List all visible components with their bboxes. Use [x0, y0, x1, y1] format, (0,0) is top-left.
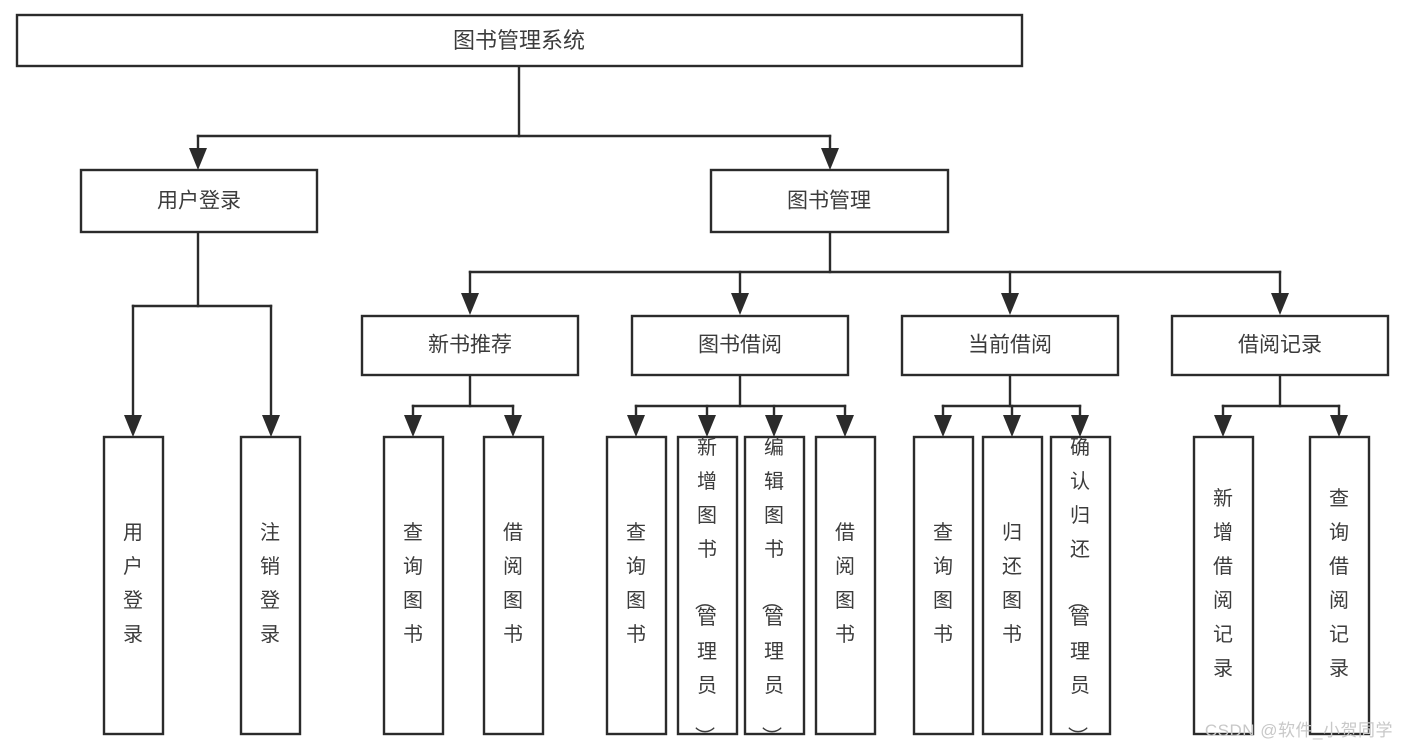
leaf-cb-confirm-return-label: 确认归还（管理员）: [1065, 436, 1090, 746]
leaf-user-login-label: 用户登录: [123, 522, 143, 646]
arrow-to-leaf-bb-1: [627, 415, 645, 437]
leaf-bb-query-book-box[interactable]: [605, 435, 668, 736]
leaf-nb-query-book-label: 查询图书: [403, 521, 423, 646]
node-book-borrow-label: 图书借阅: [698, 334, 782, 357]
leaf-nb-query-book[interactable]: 查询图书: [382, 435, 445, 736]
arrow-to-book-borrow: [731, 293, 749, 315]
leaf-bb-borrow-book[interactable]: 借阅图书: [814, 435, 877, 736]
node-new-book-recommend[interactable]: 新书推荐: [360, 314, 580, 377]
node-user-login-label: 用户登录: [157, 190, 241, 213]
leaf-bb-borrow-book-label: 借阅图书: [835, 521, 855, 646]
node-borrow-record-label: 借阅记录: [1238, 334, 1322, 357]
leaf-cb-query-book-box[interactable]: [912, 435, 975, 736]
node-new-book-recommend-label: 新书推荐: [428, 334, 512, 357]
leaf-logout[interactable]: 注销登录: [239, 435, 302, 736]
arrow-to-leaf-bb-2: [698, 415, 716, 437]
node-book-borrow[interactable]: 图书借阅: [630, 314, 850, 377]
node-current-borrow-box[interactable]: [900, 314, 1120, 377]
node-borrow-record[interactable]: 借阅记录: [1170, 314, 1390, 377]
leaf-nb-borrow-book-label: 借阅图书: [503, 521, 523, 646]
node-user-login-box[interactable]: [79, 168, 319, 234]
arrow-to-leaf-cb-3: [1071, 415, 1089, 437]
leaf-logout-box[interactable]: [239, 435, 302, 736]
leaf-cb-return-book[interactable]: 归还图书: [981, 435, 1044, 736]
leaf-br-query-record-box[interactable]: [1308, 435, 1371, 736]
arrow-to-leaf-cb-2: [1003, 415, 1021, 437]
node-root-label: 图书管理系统: [453, 28, 585, 53]
leaf-user-login-box[interactable]: [102, 435, 165, 736]
leaf-bb-edit-book-label: 编辑图书（管理员）: [759, 436, 784, 746]
arrow-to-current-borrow: [1001, 293, 1019, 315]
arrow-to-leaf-br-1: [1214, 415, 1232, 437]
leaf-bb-add-book-box[interactable]: [676, 435, 739, 736]
node-borrow-record-box[interactable]: [1170, 314, 1390, 377]
leaf-br-add-record[interactable]: 新增借阅记录: [1192, 435, 1255, 736]
arrow-to-book-mgmt: [821, 148, 839, 170]
node-current-borrow-label: 当前借阅: [968, 334, 1052, 357]
leaf-bb-query-book[interactable]: 查询图书: [605, 435, 668, 736]
leaf-cb-query-book[interactable]: 查询图书: [912, 435, 975, 736]
watermark-credit: CSDN @软件_小贺同学: [1204, 721, 1393, 740]
node-new-book-recommend-box[interactable]: [360, 314, 580, 377]
leaf-br-query-record-label: 查询借阅记录: [1329, 487, 1349, 680]
arrow-to-user-login: [189, 148, 207, 170]
arrow-to-leaf-cb-1: [934, 415, 952, 437]
arrow-to-new-book: [461, 293, 479, 315]
edges-group: [124, 64, 1348, 437]
leaf-bb-edit-book-box[interactable]: [743, 435, 806, 736]
arrow-to-leaf-nb-2: [504, 415, 522, 437]
arrow-to-leaf-bb-4: [836, 415, 854, 437]
node-root[interactable]: 图书管理系统: [15, 13, 1024, 68]
node-current-borrow[interactable]: 当前借阅: [900, 314, 1120, 377]
leaf-nb-borrow-book-box[interactable]: [482, 435, 545, 736]
leaf-br-query-record[interactable]: 查询借阅记录: [1308, 435, 1371, 736]
arrow-to-leaf-bb-3: [765, 415, 783, 437]
leaf-br-add-record-label: 新增借阅记录: [1213, 487, 1233, 680]
leaf-user-login[interactable]: 用户登录: [102, 435, 165, 736]
node-root-box[interactable]: [15, 13, 1024, 68]
node-book-management[interactable]: 图书管理: [709, 168, 950, 234]
leaf-logout-label: 注销登录: [260, 521, 280, 646]
leaf-bb-add-book[interactable]: 新增图书（管理员）: [676, 435, 739, 746]
leaf-cb-confirm-return-box[interactable]: [1049, 435, 1112, 736]
leaf-bb-add-book-label: 新增图书（管理员）: [692, 436, 717, 746]
arrow-to-leaf-logout: [262, 415, 280, 437]
arrow-to-leaf-br-2: [1330, 415, 1348, 437]
leaf-bb-edit-book[interactable]: 编辑图书（管理员）: [743, 435, 806, 746]
leaf-nb-query-book-box[interactable]: [382, 435, 445, 736]
leaf-nb-borrow-book[interactable]: 借阅图书: [482, 435, 545, 736]
leaf-bb-borrow-book-box[interactable]: [814, 435, 877, 736]
arrow-to-leaf-user-login: [124, 415, 142, 437]
leaf-br-add-record-box[interactable]: [1192, 435, 1255, 736]
arrow-to-leaf-nb-1: [404, 415, 422, 437]
leaf-cb-confirm-return[interactable]: 确认归还（管理员）: [1049, 435, 1112, 746]
leaf-cb-return-book-label: 归还图书: [1002, 521, 1022, 646]
leaf-cb-return-book-box[interactable]: [981, 435, 1044, 736]
leaf-bb-query-book-label: 查询图书: [626, 521, 646, 646]
node-user-login[interactable]: 用户登录: [79, 168, 319, 234]
node-book-borrow-box[interactable]: [630, 314, 850, 377]
node-book-management-label: 图书管理: [787, 190, 871, 213]
leaf-cb-query-book-label: 查询图书: [933, 521, 953, 646]
node-book-management-box[interactable]: [709, 168, 950, 234]
arrow-to-borrow-record: [1271, 293, 1289, 315]
